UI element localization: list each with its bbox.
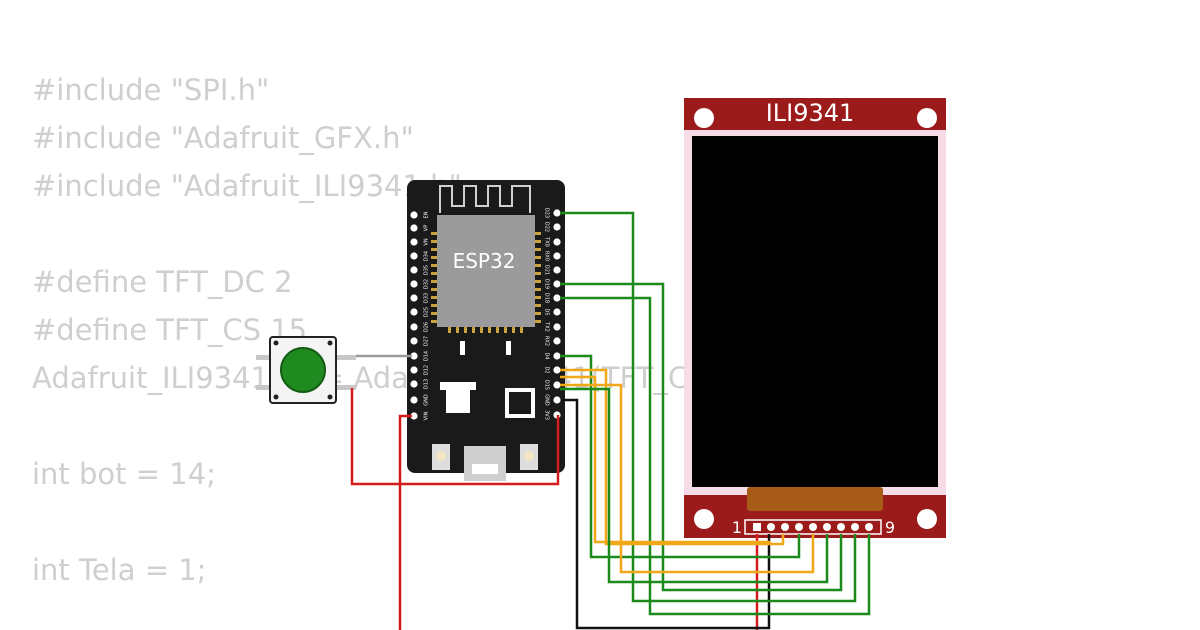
mount-hole xyxy=(917,108,937,128)
pin-label-d35: D35 xyxy=(424,265,430,275)
wire-button-3v3 xyxy=(350,388,560,486)
code-line: #define TFT_DC 2 xyxy=(32,265,293,299)
left-pin-labels: EN VP VN D34 D35 D32 D33 D25 D26 D27 D14… xyxy=(424,211,430,420)
right-pin-labels: D23 D22 TX0 RX0 D21 D19 D18 D5 TX2 RX2 D… xyxy=(544,208,550,420)
esp32-board[interactable]: ESP32 E xyxy=(407,180,565,481)
display-title: ILI9341 xyxy=(766,99,855,127)
button-corner xyxy=(273,394,279,400)
pin-label-vin: VIN xyxy=(424,411,430,420)
wire-d4-reset xyxy=(560,354,801,559)
button-corner xyxy=(327,394,333,400)
button-cap[interactable] xyxy=(280,347,326,393)
wire-d2-dc xyxy=(560,368,785,546)
pin-label-d14: D14 xyxy=(424,351,430,361)
regulator-tab xyxy=(440,382,476,390)
button-corner xyxy=(327,340,333,346)
display-pin-4[interactable] xyxy=(795,523,803,531)
pin-label-d27: D27 xyxy=(424,336,430,346)
pin-label-d34: D34 xyxy=(424,251,430,261)
pin-label-d2: D2 xyxy=(544,366,550,373)
display-pin-7[interactable] xyxy=(837,523,845,531)
pin-label-gnd: GND xyxy=(424,394,430,406)
usb-port-slot xyxy=(472,464,498,474)
pin-label-d4: D4 xyxy=(544,352,550,359)
pin-label-d25: D25 xyxy=(424,307,430,317)
pin-label-d22: D22 xyxy=(544,222,550,232)
mount-hole xyxy=(694,108,714,128)
flex-cable xyxy=(747,487,883,511)
wire-d19-miso xyxy=(560,282,843,592)
button-leg xyxy=(256,355,272,360)
wires xyxy=(350,211,871,630)
button-corner xyxy=(273,340,279,346)
pin-label-tx2: TX2 xyxy=(544,321,550,332)
pin-label-d23: D23 xyxy=(544,208,550,218)
pin-label-d18: D18 xyxy=(544,293,550,303)
display-screen xyxy=(692,136,938,487)
code-line: #include "SPI.h" xyxy=(32,73,270,107)
smd-component xyxy=(506,341,511,355)
code-line: int bot = 14; xyxy=(32,457,216,491)
pin-label-d5: D5 xyxy=(544,308,550,315)
left-header xyxy=(410,211,418,420)
chip-label: ESP32 xyxy=(453,249,516,273)
pin-label-d33: D33 xyxy=(424,293,430,303)
wire-d23-mosi xyxy=(560,211,857,603)
pin-label-d21: D21 xyxy=(544,265,550,275)
display-pin-2[interactable] xyxy=(767,523,775,531)
pin-label-d32: D32 xyxy=(424,279,430,289)
display-pin-9[interactable] xyxy=(865,523,873,531)
wire-vin xyxy=(398,414,412,630)
display-pin-6[interactable] xyxy=(823,523,831,531)
display-pin-3[interactable] xyxy=(781,523,789,531)
pin-label-3v3: 3V3 xyxy=(544,410,550,420)
wire-gnd xyxy=(561,398,771,630)
en-button-cap xyxy=(436,451,446,461)
pin-label-vn: VN xyxy=(424,238,430,245)
display-pin-8[interactable] xyxy=(851,523,859,531)
pin-label-d13: D13 xyxy=(424,379,430,389)
code-line: int Tela = 1; xyxy=(32,553,207,587)
pin-label-d26: D26 xyxy=(424,322,430,332)
button-leg xyxy=(256,385,272,390)
wire-led xyxy=(560,375,771,544)
module-pads xyxy=(431,232,541,333)
smd-component xyxy=(460,341,465,355)
pin-label-gnd-right: GND xyxy=(544,394,550,406)
pin-label-rx0: RX0 xyxy=(544,251,550,261)
boot-button-cap xyxy=(524,451,534,461)
esp32-module xyxy=(437,215,535,327)
antenna-trace xyxy=(439,185,531,213)
pin-label-vp: VP xyxy=(424,225,430,231)
ili9341-display[interactable]: ILI9341 1 9 xyxy=(684,98,946,538)
right-header xyxy=(553,209,561,419)
mount-hole xyxy=(694,509,714,529)
button-leg xyxy=(334,355,356,360)
pin-label-en: EN xyxy=(424,211,430,218)
mount-hole xyxy=(917,509,937,529)
display-pin-1[interactable] xyxy=(753,523,761,531)
wire-d5 xyxy=(560,387,829,584)
pin-label-d15: D15 xyxy=(544,380,550,390)
pin-label-d19: D19 xyxy=(544,279,550,289)
code-line: #include "Adafruit_GFX.h" xyxy=(32,121,414,155)
pin-label-d12: D12 xyxy=(424,365,430,375)
pin-label-tx0: TX0 xyxy=(544,236,550,247)
pin-label-first: 1 xyxy=(732,518,742,537)
button-leg xyxy=(334,385,356,390)
usb-chip xyxy=(509,392,531,414)
pushbutton[interactable] xyxy=(256,336,356,404)
display-pin-5[interactable] xyxy=(809,523,817,531)
usb-port[interactable] xyxy=(464,446,506,481)
voltage-regulator xyxy=(446,387,470,413)
pin-label-rx2: RX2 xyxy=(544,336,550,346)
pin-label-last: 9 xyxy=(885,518,895,537)
wire-d18-sck xyxy=(560,296,871,616)
wire-d15-cs xyxy=(560,383,815,574)
